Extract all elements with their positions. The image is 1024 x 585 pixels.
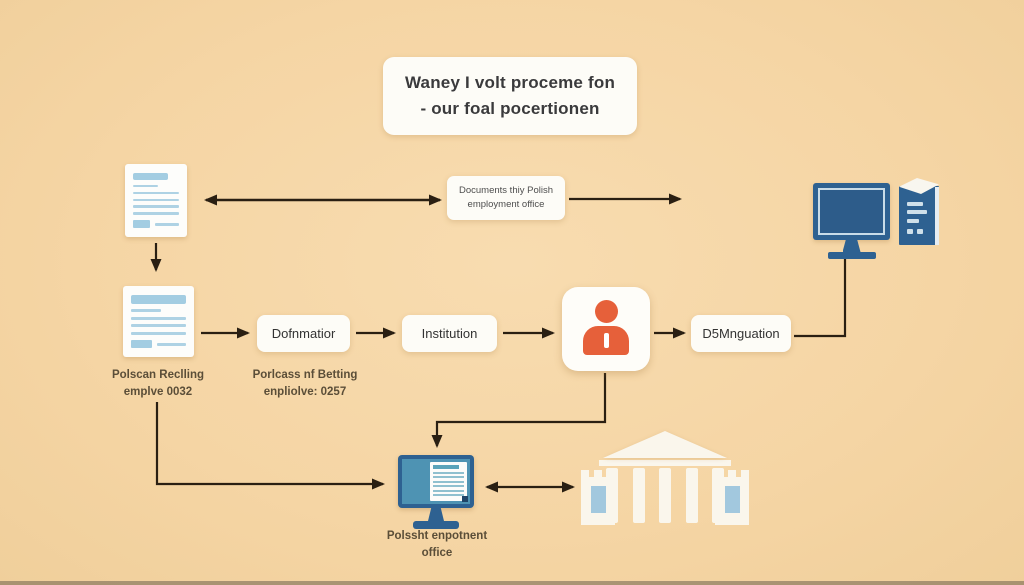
office-monitor-caption: Polssht enpotnent office xyxy=(386,530,488,560)
computer-tower-icon xyxy=(899,178,939,245)
connector-d5mnguation-to-computer xyxy=(794,257,847,338)
on-screen-document xyxy=(430,462,467,501)
title-line-1: Waney I volt proceme fon xyxy=(404,72,616,92)
institution-box: Institution xyxy=(402,315,497,352)
d5mnguation-box: D5Mnguation xyxy=(691,315,791,352)
tower-window xyxy=(590,486,606,513)
building-columns xyxy=(606,468,724,523)
document-icon xyxy=(123,286,194,357)
building-tower-right xyxy=(715,470,749,525)
tower-window xyxy=(724,486,740,513)
desktop-computer-icon xyxy=(813,183,890,259)
person-icon xyxy=(594,300,618,323)
monitor-with-document-icon xyxy=(398,455,474,529)
documents-office-line-2: employment office xyxy=(467,199,545,210)
building-pediment xyxy=(603,431,727,458)
arrow-person-to-office-monitor xyxy=(431,373,607,448)
arrow-records-to-office-monitor xyxy=(155,402,385,490)
dofnmatior-box: Dofnmatior xyxy=(257,315,350,352)
records-caption: Polscan Reclling emplve 0032 xyxy=(111,369,205,399)
government-building-icon xyxy=(581,431,749,525)
documents-office-box: Documents thiy Polish employment office xyxy=(447,176,565,220)
person-node xyxy=(562,287,650,371)
building-tower-left xyxy=(581,470,615,525)
bottom-border xyxy=(0,581,1024,585)
document-icon xyxy=(125,164,187,237)
title-box: Waney I volt proceme fon - our foal poce… xyxy=(383,57,637,135)
monitor-screen xyxy=(813,183,890,240)
process-caption: Porlcass nf Betting enpliolve: 0257 xyxy=(252,369,358,399)
documents-office-line-1: Documents thiy Polish xyxy=(459,184,553,196)
title-line-2: - our foal pocertionen xyxy=(420,99,600,118)
